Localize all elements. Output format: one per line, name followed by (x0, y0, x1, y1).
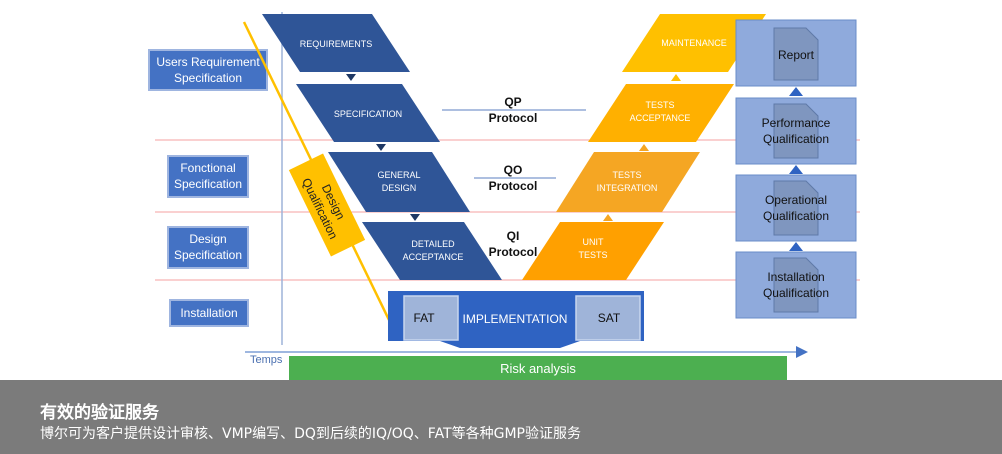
right-box-installation-qualification: Installation Qualification (735, 251, 857, 319)
svg-text:DETAILED: DETAILED (411, 239, 455, 249)
svg-text:Installation: Installation (767, 270, 824, 284)
v-right-tests-acceptance: TESTS ACCEPTANCE (588, 84, 734, 142)
document-icon (773, 103, 819, 159)
svg-text:UNIT: UNIT (583, 237, 604, 247)
flow-arrow (639, 144, 649, 151)
qo-label: Protocol (489, 179, 538, 193)
up-arrow (789, 87, 803, 96)
qp-code: QP (504, 95, 521, 109)
svg-text:FAT: FAT (413, 311, 435, 325)
document-icon (773, 257, 819, 313)
qi-label: Protocol (489, 245, 538, 259)
svg-text:TESTS: TESTS (612, 170, 641, 180)
document-icon (773, 180, 819, 236)
footer-title: 有效的验证服务 (40, 403, 159, 423)
risk-analysis-bar: Risk analysis (289, 356, 787, 380)
v-right-unit-tests: UNIT TESTS (522, 222, 664, 280)
svg-text:Performance: Performance (762, 116, 831, 130)
svg-text:Qualification: Qualification (763, 132, 829, 146)
svg-text:Operational: Operational (765, 193, 827, 207)
up-arrow (789, 165, 803, 174)
svg-text:Specification: Specification (174, 248, 242, 262)
flow-arrow (376, 144, 386, 151)
svg-text:Design: Design (189, 232, 226, 246)
up-arrow (789, 242, 803, 251)
svg-text:SAT: SAT (598, 311, 621, 325)
qp-label: Protocol (489, 111, 538, 125)
svg-text:Fonctional: Fonctional (180, 161, 235, 175)
qi-code: QI (507, 229, 520, 243)
svg-text:TESTS: TESTS (578, 250, 607, 260)
svg-text:INTEGRATION: INTEGRATION (597, 183, 658, 193)
flow-arrow (346, 74, 356, 81)
svg-text:IMPLEMENTATION: IMPLEMENTATION (463, 312, 568, 326)
svg-text:MAINTENANCE: MAINTENANCE (661, 38, 727, 48)
right-box-operational-qualification: Operational Qualification (735, 174, 857, 242)
svg-text:ACCEPTANCE: ACCEPTANCE (630, 113, 691, 123)
right-box-report: Report (735, 19, 857, 87)
flow-arrow (410, 214, 420, 221)
left-box-design-spec: Design Specification (167, 226, 249, 269)
implementation-block: FAT IMPLEMENTATION SAT (388, 291, 644, 348)
svg-text:Risk analysis: Risk analysis (500, 361, 576, 376)
time-axis-label: Temps (250, 354, 283, 366)
svg-text:DESIGN: DESIGN (382, 183, 417, 193)
qo-code: QO (504, 163, 523, 177)
svg-text:SPECIFICATION: SPECIFICATION (334, 109, 402, 119)
svg-text:GENERAL: GENERAL (377, 170, 420, 180)
v-left-requirements: REQUIREMENTS (262, 14, 410, 72)
svg-text:Specification: Specification (174, 71, 242, 85)
v-left-specification: SPECIFICATION (296, 84, 440, 142)
svg-text:Users Requirement: Users Requirement (156, 55, 260, 69)
left-box-installation: Installation (169, 299, 249, 327)
footer-subtitle: 博尔可为客户提供设计审核、VMP编写、DQ到后续的IQ/OQ、FAT等各种GMP… (40, 426, 581, 442)
right-box-performance-qualification: Performance Qualification (735, 97, 857, 165)
flow-arrow (671, 74, 681, 81)
svg-text:Qualification: Qualification (763, 209, 829, 223)
v-left-general-design: GENERAL DESIGN (328, 152, 470, 212)
v-right-tests-integration: TESTS INTEGRATION (556, 152, 700, 212)
fat-box (403, 295, 459, 341)
left-box-functional-spec: Fonctional Specification (167, 155, 249, 198)
footer-banner (0, 380, 1002, 454)
svg-text:Specification: Specification (174, 177, 242, 191)
svg-text:Installation: Installation (180, 306, 237, 320)
v-left-detailed-acceptance: DETAILED ACCEPTANCE (362, 222, 502, 280)
svg-text:ACCEPTANCE: ACCEPTANCE (403, 252, 464, 262)
svg-text:Report: Report (778, 48, 815, 62)
left-box-urs: Users Requirement Specification (148, 49, 268, 91)
flow-arrow (603, 214, 613, 221)
svg-text:TESTS: TESTS (645, 100, 674, 110)
svg-text:REQUIREMENTS: REQUIREMENTS (300, 39, 373, 49)
v-right-maintenance: MAINTENANCE (622, 14, 766, 72)
document-icon (773, 27, 819, 81)
sat-box (575, 295, 641, 341)
svg-text:Qualification: Qualification (763, 286, 829, 300)
